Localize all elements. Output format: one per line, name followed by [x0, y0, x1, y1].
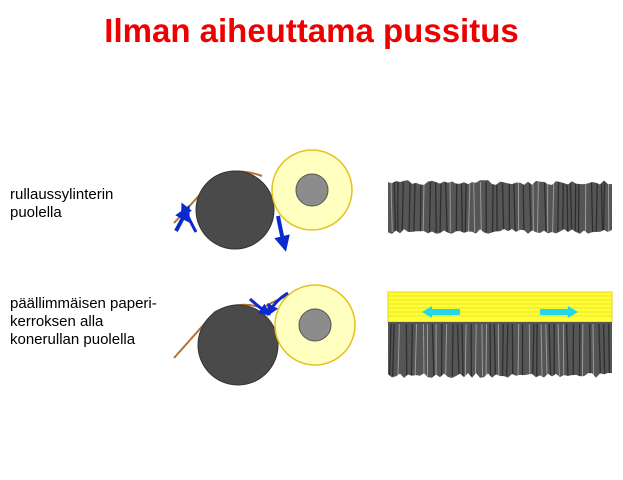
label-line: kerroksen alla: [10, 313, 104, 330]
strip-rough-edge: [388, 180, 612, 185]
strip-texture-line: [444, 181, 448, 233]
cross-section-bottom: [387, 291, 613, 378]
label-under-top-paper-layer: päällimmäisen paperi- kerroksen alla kon…: [10, 295, 157, 349]
strip-texture-line: [473, 181, 476, 233]
strip-texture-line: [460, 181, 463, 233]
roll-core: [298, 308, 332, 342]
strip-texture-line: [565, 323, 569, 377]
strip-texture-line: [545, 323, 548, 377]
air-arrow: [274, 215, 290, 252]
strip-texture-line: [590, 181, 594, 233]
strip-texture-line: [474, 323, 477, 377]
air-layer: [387, 291, 613, 323]
strip-texture-line: [464, 323, 467, 377]
strip-texture-line: [419, 181, 422, 233]
strip-rough-edge: [388, 373, 612, 378]
strip-texture-line: [408, 181, 411, 233]
strip-texture-line: [434, 181, 437, 233]
strip-texture-line: [393, 181, 397, 233]
strip-texture-line: [431, 323, 435, 377]
cross-section-top: [388, 180, 612, 234]
winding-cylinder: [197, 304, 279, 386]
spread-arrow-right: [540, 306, 578, 318]
air-arrow: [267, 291, 289, 317]
strip-texture-line: [552, 181, 555, 233]
strip-texture-line: [501, 181, 505, 233]
strip-texture-line: [414, 323, 418, 377]
strip-texture-line: [566, 181, 569, 233]
strip-texture-line: [439, 181, 442, 233]
strip-texture-line: [451, 323, 454, 377]
strip-texture-line: [401, 181, 404, 233]
strip-texture-line: [422, 181, 425, 233]
strip-texture-line: [491, 181, 494, 233]
strip-texture-line: [461, 323, 464, 377]
strip-texture-line: [522, 181, 525, 233]
strip-texture-line: [505, 323, 509, 377]
strip-texture-line: [543, 181, 547, 233]
label-line: päällimmäisen paperi-: [10, 295, 157, 312]
label-winding-cylinder-side: rullaussylinterin puolella: [10, 186, 113, 222]
strip-texture-line: [456, 323, 460, 377]
strip-texture-line: [562, 181, 564, 233]
strip-texture-line: [608, 323, 611, 377]
strip-texture-line: [479, 181, 482, 233]
spread-arrow-left: [422, 306, 460, 318]
air-arrow: [181, 202, 198, 233]
strip-texture-line: [445, 323, 448, 377]
strip-texture-line: [598, 323, 602, 377]
strip-texture-line: [468, 181, 471, 233]
strip-texture-line: [390, 181, 393, 233]
label-line: rullaussylinterin: [10, 186, 114, 203]
scenario-bottom: [173, 284, 356, 386]
winding-cylinder: [195, 170, 275, 250]
strip-texture-line: [602, 323, 606, 377]
strip-rough-edge: [388, 229, 612, 234]
strip-texture-line: [410, 323, 414, 377]
strip-texture-line: [569, 181, 573, 233]
slide-title: Ilman aiheuttama pussitus: [104, 12, 519, 49]
strip-texture-line: [513, 181, 516, 233]
strip-texture-line: [493, 323, 497, 377]
strip-texture-line: [536, 181, 539, 233]
scenario-top: [173, 149, 353, 252]
strip-texture-line: [389, 323, 392, 377]
strip-texture-line: [600, 181, 604, 233]
strip-texture-line: [481, 323, 484, 377]
roll-core: [295, 173, 329, 207]
strip-texture-line: [428, 181, 432, 233]
strip-body: [388, 322, 612, 378]
strip-texture-line: [602, 181, 606, 233]
strip-texture-line: [413, 181, 416, 233]
strip-texture-line: [557, 181, 560, 233]
strip-texture-line: [540, 323, 543, 377]
strip-texture-line: [391, 323, 395, 377]
strip-texture-line: [528, 181, 532, 233]
label-line: konerullan puolella: [10, 331, 136, 348]
strip-texture-line: [532, 323, 535, 377]
label-line: puolella: [10, 204, 62, 221]
strip-texture-line: [592, 323, 595, 377]
strip-texture-line: [501, 323, 504, 377]
strip-texture-line: [397, 323, 400, 377]
strip-texture-line: [595, 181, 598, 233]
strip-texture-line: [422, 323, 425, 377]
strip-texture-line: [548, 323, 552, 377]
strip-texture-line: [557, 323, 560, 377]
strip-texture-line: [464, 181, 467, 233]
strip-texture-line: [517, 323, 520, 377]
air-arrow: [248, 297, 271, 316]
